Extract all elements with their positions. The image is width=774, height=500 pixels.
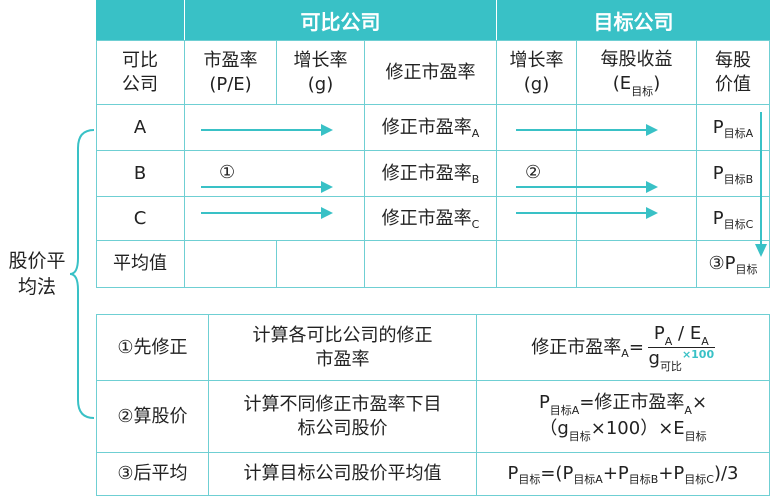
formula-target-price: P目标A=修正市盈率A× （g目标×100）×E目标 — [538, 391, 708, 443]
arrow-head — [646, 124, 658, 136]
arrow-head — [321, 207, 333, 219]
col-header-target-growth: 增长率 (g) — [509, 49, 564, 95]
avg-row-label: 平均值 — [113, 253, 167, 274]
step-1-description: 计算各可比公司的修正 市盈率 — [252, 324, 433, 370]
group-header-comparable: 可比公司 — [185, 0, 496, 40]
step-2-description: 计算不同修正市盈率下目 标公司股价 — [243, 393, 442, 439]
arrow-line — [201, 212, 321, 214]
col-header-pe: 市盈率 (P/E) — [203, 49, 258, 95]
col-header-company: 可比 公司 — [122, 49, 158, 95]
arrow-line — [201, 186, 321, 188]
step-2-label: ②算股价 — [117, 405, 188, 427]
row-a-company: A — [133, 116, 147, 138]
arrow-line — [516, 129, 646, 131]
arrow-head — [321, 181, 333, 193]
arrow-head — [646, 181, 658, 193]
top-table: 可比公司 目标公司 可比 公司 市盈率 (P/E) 增长率 (g) 修正市盈率 … — [96, 0, 770, 288]
col-header-growth: 增长率 (g) — [293, 49, 348, 95]
header-blank-cell — [96, 0, 184, 40]
side-label: 股价平 均法 — [8, 250, 66, 298]
group-header-target: 目标公司 — [497, 0, 770, 40]
arrow-head — [646, 207, 658, 219]
arrow-head — [321, 124, 333, 136]
col-header-eps: 每股收益 (E目标) — [600, 48, 673, 98]
arrow-line — [516, 212, 646, 214]
step-one-marker: ① — [219, 162, 236, 183]
arrow-line — [201, 129, 321, 131]
step-two-marker: ② — [525, 162, 542, 183]
brace-icon — [69, 129, 95, 419]
step-3-description: 计算目标公司股价平均值 — [243, 463, 442, 484]
step-1-label: ①先修正 — [117, 336, 188, 358]
col-header-adjusted-pe: 修正市盈率 — [385, 61, 476, 83]
arrow-line — [516, 186, 646, 188]
row-c-company: C — [133, 207, 147, 229]
row-b-company: B — [133, 162, 147, 184]
down-arrow-icon — [755, 112, 767, 257]
step-3-label: ③后平均 — [117, 463, 188, 484]
col-header-value: 每股 价值 — [715, 49, 751, 95]
